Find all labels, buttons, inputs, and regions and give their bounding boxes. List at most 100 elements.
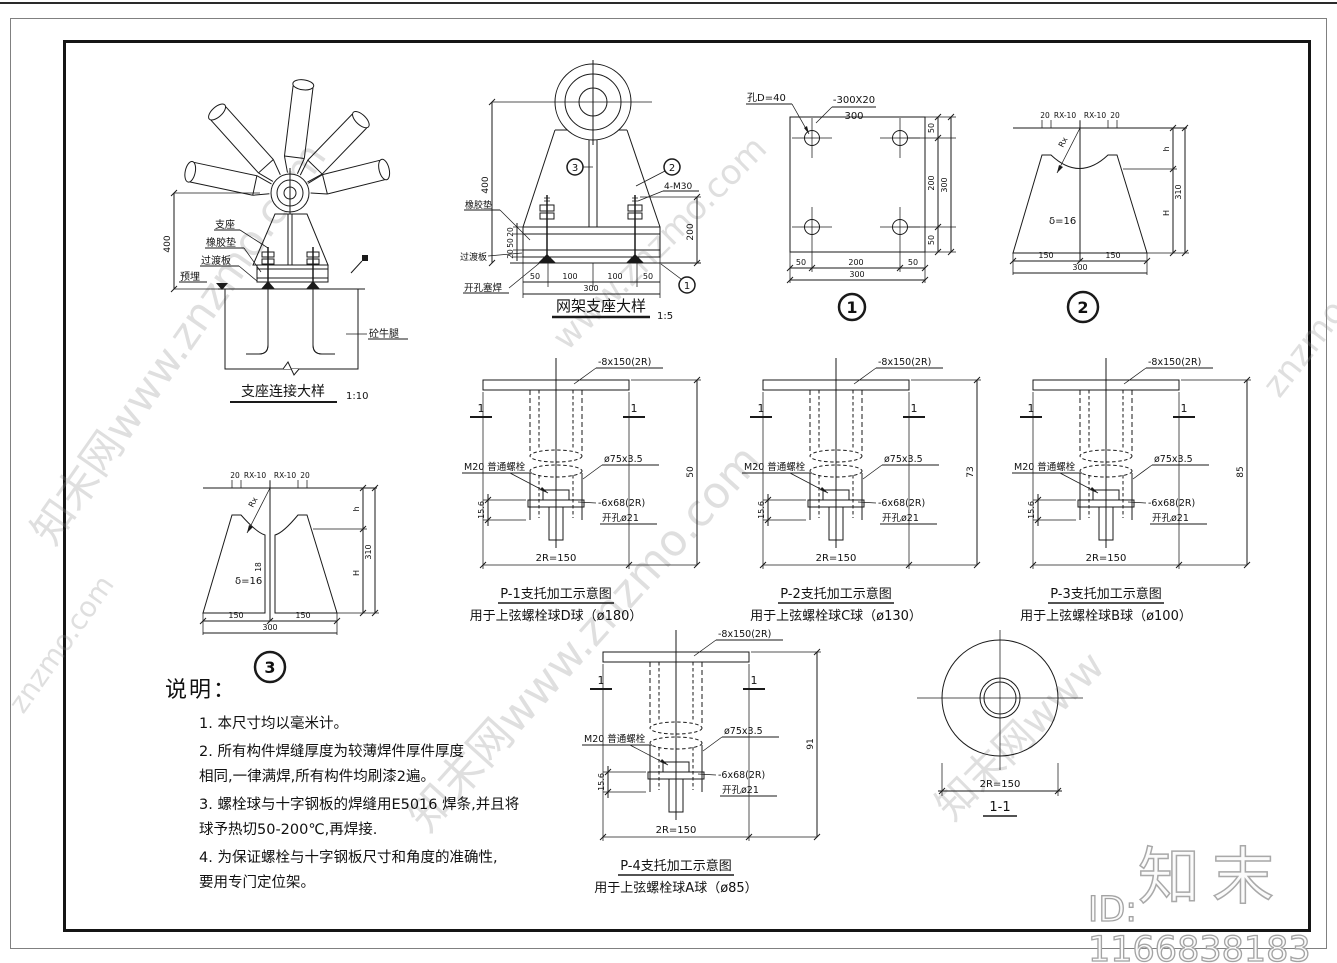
svg-text:20: 20 <box>506 227 515 237</box>
svg-text:M20 普通螺栓: M20 普通螺栓 <box>1014 461 1076 473</box>
dim-height: 50 <box>631 376 701 569</box>
svg-text:-8x150(2R): -8x150(2R) <box>598 357 651 368</box>
dim-400: 400 <box>481 98 496 267</box>
dim-right: h H 310 <box>1123 124 1189 257</box>
label-hole: 开孔ø21 <box>720 785 777 797</box>
detail-p-support: 1 1 -8x150(2R) ø75x3.5 M20 普通螺栓 -6x6 <box>582 629 821 896</box>
plate-sandwich <box>256 264 329 283</box>
label-plug-weld: 开孔塞焊 <box>464 282 503 294</box>
svg-text:RX-10: RX-10 <box>274 471 296 480</box>
dim-bottom: 150 150 300 <box>199 611 341 635</box>
label-rubber-pad: 橡胶垫 <box>206 236 236 249</box>
callout-2: 2 <box>635 158 681 187</box>
dim-left-stack: 20 50 20 <box>506 223 523 261</box>
svg-text:开孔ø21: 开孔ø21 <box>1152 513 1189 524</box>
svg-text:91: 91 <box>806 738 816 749</box>
dim-height: 85 <box>1181 376 1251 569</box>
label-bolt: M20 普通螺栓 <box>742 461 829 494</box>
svg-text:开孔ø21: 开孔ø21 <box>882 513 919 524</box>
label-top-plate: -8x150(2R) <box>1123 357 1213 385</box>
callout-1: 1 <box>660 263 696 294</box>
label-plate-spec: -300X20 300 <box>815 95 876 124</box>
bolt-holes <box>792 118 920 247</box>
svg-text:ø75x3.5: ø75x3.5 <box>604 454 643 465</box>
dim-top: 20 RX-10 RX-10 20 <box>230 471 310 488</box>
svg-text:h: h <box>352 506 361 511</box>
svg-text:300: 300 <box>262 623 277 632</box>
svg-text:50: 50 <box>643 272 653 281</box>
svg-text:1: 1 <box>598 674 605 687</box>
dim-right: 50 200 50 300 <box>908 113 956 256</box>
svg-text:3: 3 <box>264 658 275 677</box>
label-hole: 孔D=40 <box>746 92 810 135</box>
notes-heading: 说明： <box>165 678 238 703</box>
site-logo-watermark: 知末 <box>1137 839 1287 914</box>
svg-text:20: 20 <box>1110 111 1120 120</box>
label-transition-plate: 过渡板 <box>201 254 231 267</box>
svg-text:400: 400 <box>481 176 491 193</box>
callout-circle: 3 <box>253 650 287 684</box>
svg-text:RX-10: RX-10 <box>244 471 266 480</box>
plate-right-half <box>274 514 338 614</box>
dim-bottom: 50 200 50 300 <box>786 247 929 284</box>
plate-sandwich <box>522 226 661 258</box>
svg-text:1: 1 <box>846 298 857 317</box>
detail-support-connection: 400 支座 橡胶垫 过渡板 预埋 砼牛腿 支座连接大样 1:10 <box>163 79 408 403</box>
detail-scale: 1:5 <box>657 311 673 322</box>
section-mark-left: 1 <box>470 402 492 418</box>
svg-text:20: 20 <box>300 471 310 480</box>
tube-upper <box>649 662 703 735</box>
detail-plate-1: 孔D=40 -300X20 300 50 200 50 300 <box>746 92 956 322</box>
svg-text:RX-10: RX-10 <box>1084 111 1106 120</box>
svg-text:50: 50 <box>796 258 806 267</box>
dim-bottom: 50 100 100 50 300 <box>522 257 661 298</box>
svg-text:-6x68(2R): -6x68(2R) <box>878 498 925 509</box>
section-1-1: 2R=150 1-1 <box>917 630 1083 817</box>
svg-text:50: 50 <box>927 235 936 245</box>
detail-title: P-4支托加工示意图 <box>620 858 732 874</box>
detail-grid-support: 3 2 4-M30 1 橡胶垫 过渡板 开孔塞焊 <box>460 60 701 322</box>
svg-text:M20 普通螺栓: M20 普通螺栓 <box>584 733 646 745</box>
outer-frame <box>10 18 1327 949</box>
svg-text:-8x150(2R): -8x150(2R) <box>1148 357 1201 368</box>
section-mark-left: 1 <box>750 402 772 418</box>
svg-text:310: 310 <box>1174 184 1183 199</box>
svg-text:1: 1 <box>684 281 690 292</box>
label-corbel: 砼牛腿 <box>369 327 399 340</box>
svg-text:200: 200 <box>927 175 936 190</box>
note-item: 4. 为保证螺栓与十字钢板尺寸和角度的准确性, 要用专门定位架。 <box>199 850 498 891</box>
detail-title: P-1支托加工示意图 <box>500 586 612 602</box>
svg-text:2R=150: 2R=150 <box>1086 553 1127 564</box>
svg-text:15.6: 15.6 <box>597 773 606 791</box>
detail-subtitle: 用于上弦螺栓球B球（ø100） <box>1020 608 1192 624</box>
dim-bottom: 2R=150 <box>599 664 817 841</box>
detail-title: 网架支座大样 <box>556 297 646 315</box>
svg-text:1: 1 <box>751 674 758 687</box>
dim-right: h H 310 <box>313 484 379 617</box>
tube-upper <box>809 390 863 463</box>
label-support: 支座 <box>215 218 235 231</box>
svg-text:100: 100 <box>562 272 577 281</box>
tube-members <box>184 79 391 196</box>
svg-text:-6x68(2R): -6x68(2R) <box>598 498 645 509</box>
label-base-plate: -6x68(2R) <box>857 498 925 509</box>
svg-text:20: 20 <box>506 249 515 259</box>
svg-text:1: 1 <box>478 402 485 415</box>
label-top-plate: -8x150(2R) <box>853 357 943 385</box>
dim-slot: 18 <box>254 562 263 572</box>
callout-circle: 2 <box>1066 290 1100 324</box>
detail-title: P-2支托加工示意图 <box>780 586 892 602</box>
svg-text:310: 310 <box>364 544 373 559</box>
section-mark-right: 1 <box>903 402 925 418</box>
svg-text:H: H <box>1162 210 1171 216</box>
anchor-bolt-tops <box>261 247 320 284</box>
concrete-corbel <box>218 288 365 376</box>
top-plate <box>1032 379 1180 391</box>
svg-text:85: 85 <box>1236 466 1246 477</box>
notes-block: 说明： 1. 本尺寸均以毫米计。 2. 所有构件焊缝厚度为较薄焊件厚件厚度 相同… <box>165 672 565 899</box>
plate-outline <box>1012 154 1148 254</box>
svg-text:1: 1 <box>1181 402 1188 415</box>
tube-lower <box>649 736 703 792</box>
section-mark-left: 1 <box>590 674 612 690</box>
svg-text:-8x150(2R): -8x150(2R) <box>718 629 771 640</box>
